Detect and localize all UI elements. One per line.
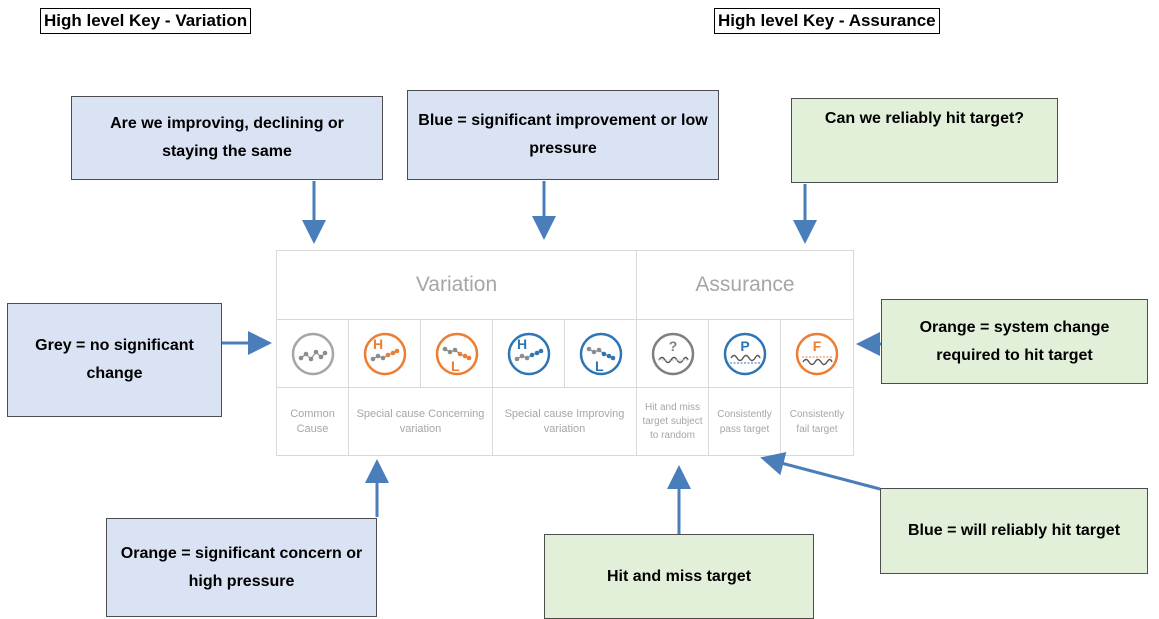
icon-cell: L	[565, 320, 636, 387]
svg-text:F: F	[812, 338, 821, 354]
improving-high-icon: H	[507, 332, 550, 375]
table-divider	[636, 251, 637, 455]
icon-cell: H	[493, 320, 564, 387]
table-divider	[780, 319, 781, 455]
variation-key-heading: High level Key - Variation	[40, 8, 252, 34]
spc-icon-key-table: Variation Assurance H L H L? P F Common Cause…	[276, 250, 854, 456]
table-divider	[348, 319, 349, 455]
table-divider	[708, 319, 709, 455]
svg-text:H: H	[373, 336, 383, 352]
caption-concerning-variation: Special cause Concerning variation	[356, 408, 485, 435]
table-divider	[564, 319, 565, 387]
assurance-section-title: Assurance	[695, 273, 795, 296]
icon-cell: H	[349, 320, 420, 387]
blue-assurance-callout: Blue = will reliably hit target	[880, 488, 1148, 574]
table-divider	[277, 319, 853, 320]
icon-cell: P	[709, 320, 780, 387]
svg-text:H: H	[517, 336, 527, 352]
concerning-low-icon: L	[435, 332, 478, 375]
improving-question-callout: Are we improving, declining or staying t…	[71, 96, 383, 180]
consistently-fail-icon: F	[795, 332, 838, 375]
orange-variation-callout: Orange = significant concern or high pre…	[106, 518, 377, 617]
table-divider	[420, 319, 421, 387]
blue-variation-callout: Blue = significant improvement or low pr…	[407, 90, 719, 180]
caption-improving-variation: Special cause Improving variation	[504, 408, 625, 435]
improving-low-icon: L	[579, 332, 622, 375]
svg-text:?: ?	[668, 338, 677, 354]
caption-common-cause: Common Cause	[290, 408, 335, 435]
orange-assurance-callout: Orange = system change required to hit t…	[881, 299, 1148, 384]
reliably-hit-target-callout: Can we reliably hit target?	[791, 98, 1058, 183]
icon-cell: F	[781, 320, 852, 387]
icon-cell	[277, 320, 348, 387]
table-divider	[492, 387, 493, 455]
common-cause-icon	[291, 332, 334, 375]
hit-and-miss-icon: ?	[651, 332, 694, 375]
icon-cell: L	[421, 320, 492, 387]
assurance-key-heading: High level Key - Assurance	[714, 8, 940, 34]
svg-text:L: L	[451, 358, 460, 374]
table-divider	[277, 387, 853, 388]
grey-no-change-callout: Grey = no significant change	[7, 303, 222, 417]
icon-cell: ?	[637, 320, 708, 387]
arrow-blue-assurance	[760, 451, 881, 491]
caption-hit-and-miss: Hit and miss target subject to random	[642, 402, 703, 441]
caption-consistently-pass: Consistently pass target	[717, 409, 772, 435]
svg-text:P: P	[740, 338, 749, 354]
consistently-pass-icon: P	[723, 332, 766, 375]
variation-section-title: Variation	[415, 273, 498, 296]
concerning-high-icon: H	[363, 332, 406, 375]
table-divider	[492, 319, 493, 387]
svg-text:L: L	[595, 358, 604, 374]
caption-consistently-fail: Consistently fail target	[789, 409, 845, 435]
